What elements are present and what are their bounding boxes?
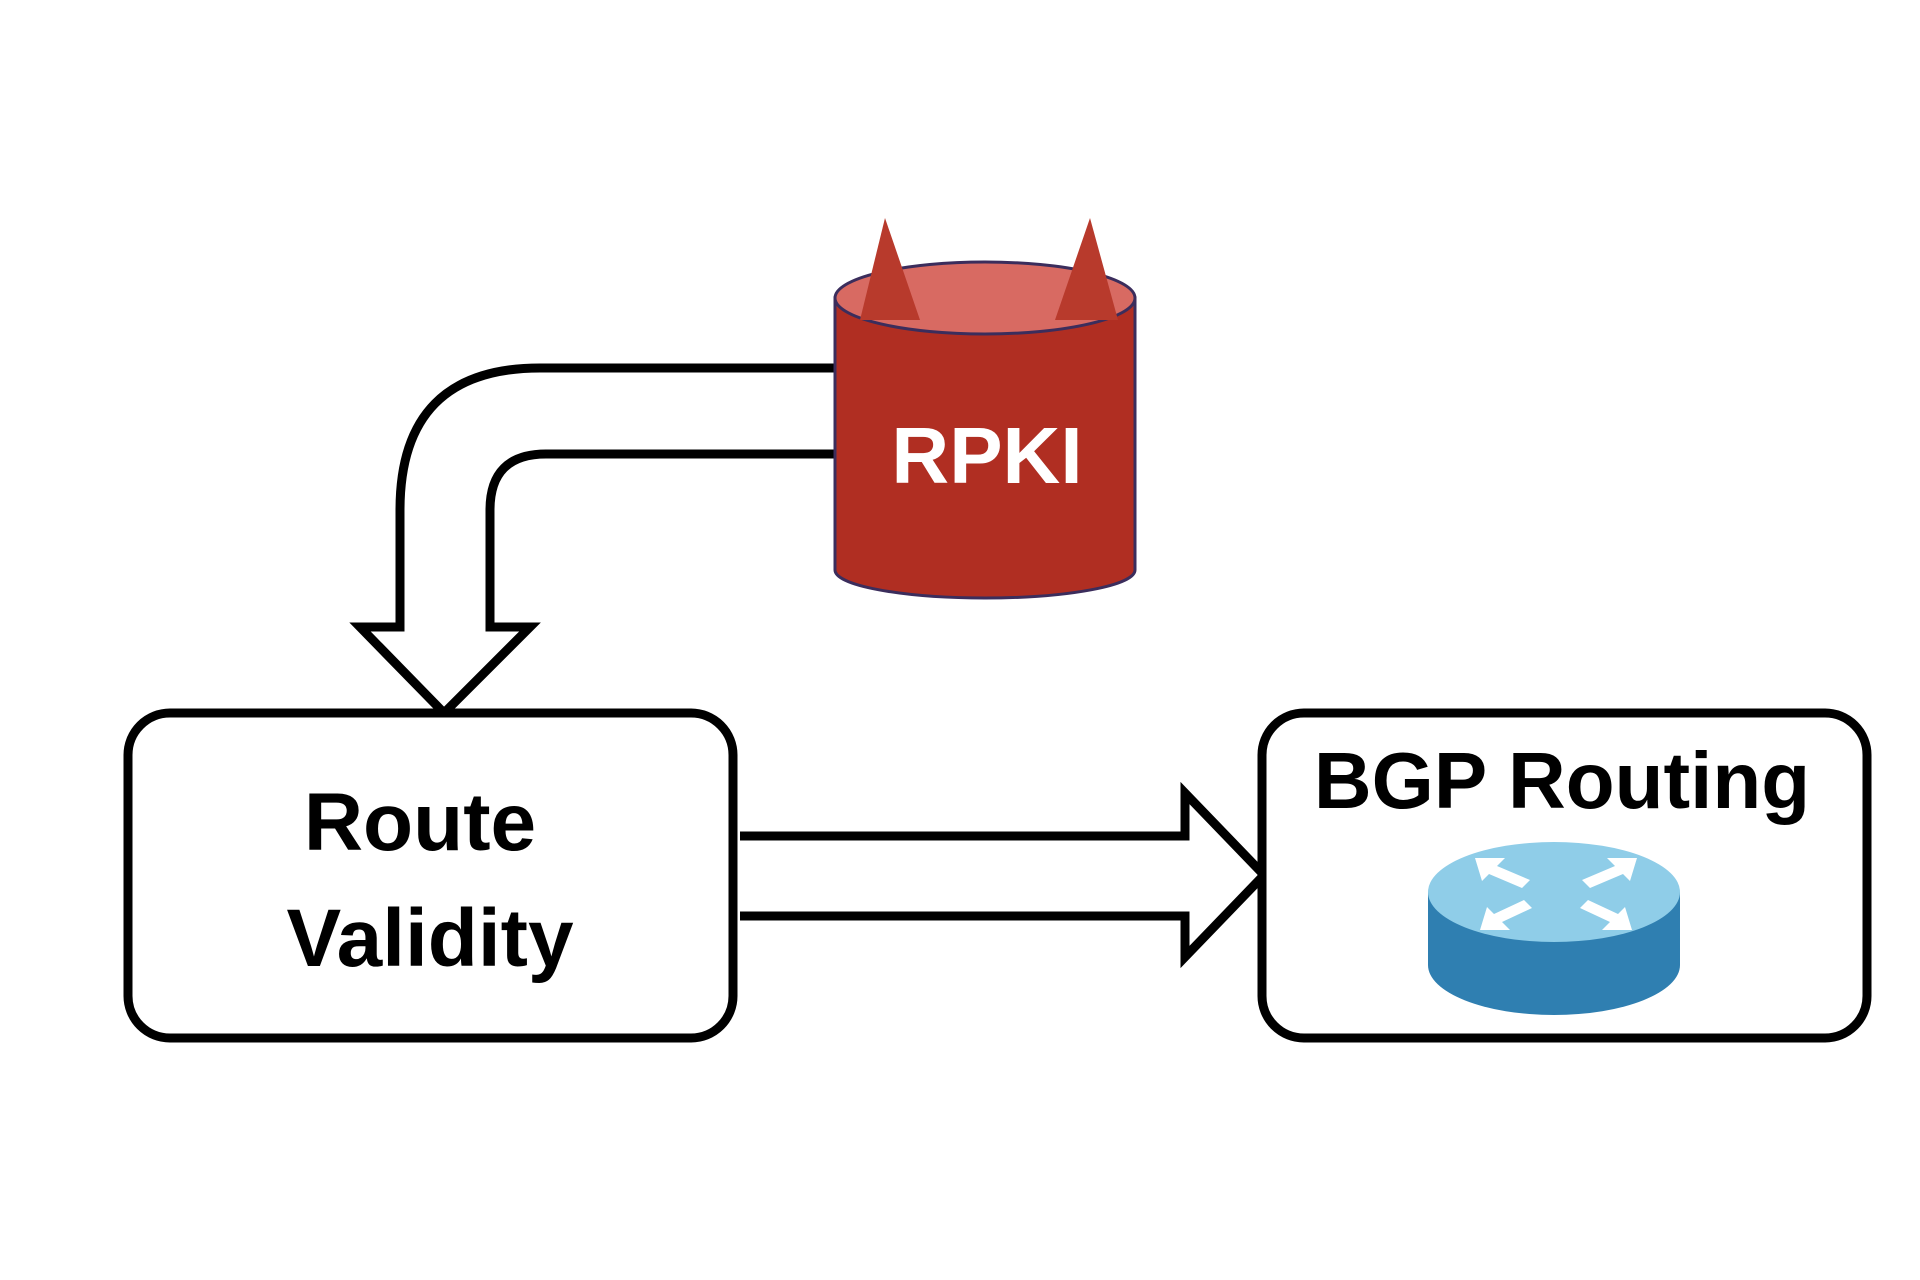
bgp-routing-label: BGP Routing bbox=[1314, 736, 1810, 825]
route-validity-label-line2: Validity bbox=[286, 893, 574, 984]
rpki-label: RPKI bbox=[891, 411, 1082, 500]
validity-to-bgp-arrow bbox=[740, 781, 1271, 969]
rpki-left-horn bbox=[860, 218, 920, 320]
router-arrows bbox=[1475, 858, 1637, 930]
rpki-cylinder-body bbox=[833, 296, 1137, 600]
evil-database-icon: RPKI bbox=[833, 218, 1137, 600]
rpki-right-horn bbox=[1055, 218, 1118, 320]
route-validity-label-line1: Route bbox=[304, 777, 536, 868]
router-top bbox=[1428, 842, 1680, 942]
route-validity-box bbox=[123, 708, 738, 1043]
router-icon bbox=[1428, 842, 1680, 1015]
rpki-to-validity-arrow bbox=[349, 363, 850, 720]
